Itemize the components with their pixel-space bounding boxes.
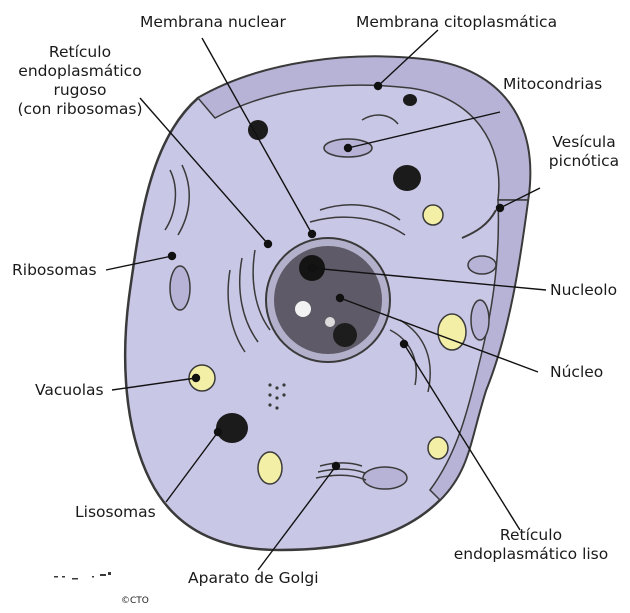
label-vesicula-line1: Vesícula bbox=[540, 133, 628, 152]
nucleus-spot-1 bbox=[333, 323, 357, 347]
nucleus-body bbox=[274, 246, 382, 354]
label-nucleo: Núcleo bbox=[550, 363, 603, 382]
label-aparato-golgi: Aparato de Golgi bbox=[188, 569, 319, 588]
label-nucleolo: Nucleolo bbox=[550, 281, 617, 300]
label-reticulo-rugoso-line2: endoplasmático bbox=[2, 62, 158, 81]
label-vesicula-picnotica: Vesícula picnótica bbox=[540, 133, 628, 171]
label-reticulo-liso-line1: Retículo bbox=[436, 526, 626, 545]
label-vacuolas: Vacuolas bbox=[35, 381, 104, 400]
label-reticulo-rugoso-line3: rugoso bbox=[2, 81, 158, 100]
label-mitocondrias: Mitocondrias bbox=[503, 75, 602, 94]
label-membrana-citoplasmatica: Membrana citoplasmática bbox=[356, 13, 557, 32]
label-reticulo-rugoso: Retículo endoplasmático rugoso (con ribo… bbox=[2, 43, 158, 119]
label-membrana-nuclear: Membrana nuclear bbox=[140, 13, 286, 32]
label-ribosomas: Ribosomas bbox=[12, 261, 97, 280]
label-reticulo-liso-line2: endoplasmático liso bbox=[436, 545, 626, 564]
scale-marks bbox=[54, 572, 111, 580]
nucleus-white-1 bbox=[295, 301, 311, 317]
nucleus-white-2 bbox=[325, 317, 335, 327]
label-reticulo-rugoso-line1: Retículo bbox=[2, 43, 158, 62]
label-lisosomas: Lisosomas bbox=[75, 503, 156, 522]
label-reticulo-liso: Retículo endoplasmático liso bbox=[436, 526, 626, 564]
copyright-text: ©CTO bbox=[121, 596, 149, 606]
label-reticulo-rugoso-line4: (con ribosomas) bbox=[2, 100, 158, 119]
label-vesicula-line2: picnótica bbox=[540, 152, 628, 171]
